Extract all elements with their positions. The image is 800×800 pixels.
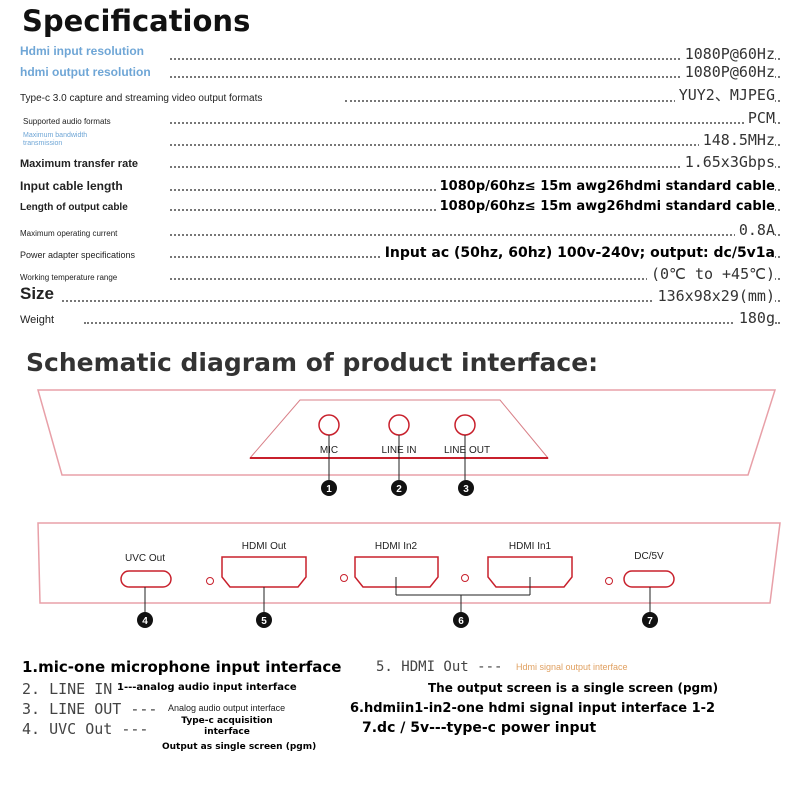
dot-leader xyxy=(170,278,780,280)
desc-6: 6.hdmiin1-in2-one hdmi signal input inte… xyxy=(350,701,716,716)
spec-value: 1.65x3Gbps xyxy=(680,153,775,171)
spec-value: Input ac (50hz, 60hz) 100v-240v; output:… xyxy=(380,245,775,261)
marker-5-label: 5 xyxy=(261,616,267,627)
mic-port xyxy=(318,414,340,436)
spec-label: Maximum operating current xyxy=(20,229,118,238)
spec-value: PCM xyxy=(743,109,775,127)
dot-leader xyxy=(170,76,780,78)
marker-6 xyxy=(453,612,469,628)
desc-7: 7.dc / 5v---type-c power input xyxy=(362,720,597,736)
spec-label: Length of output cable xyxy=(20,202,128,213)
dot-leader xyxy=(170,122,780,124)
spec-row: Maximum bandwidth transmission 148.5MHz xyxy=(20,128,780,150)
desc-3-prefix: 3. LINE OUT --- xyxy=(22,700,158,718)
spec-value: 1080P@60Hz xyxy=(680,63,775,81)
desc-3-text: Analog audio output interface xyxy=(168,703,286,713)
hdmi-out-label: HDMI Out xyxy=(242,541,287,552)
spec-row: Hdmi input resolution 1080P@60Hz xyxy=(20,42,780,64)
spec-label: Hdmi input resolution xyxy=(20,44,144,58)
spec-label: Type-c 3.0 capture and streaming video o… xyxy=(20,93,263,104)
marker-3-label: 3 xyxy=(463,484,469,495)
desc-4-text: Type-c acquisition interface xyxy=(181,716,273,737)
spec-label: Power adapter specifications xyxy=(20,250,136,260)
spec-row: Input cable length 1080p/60hz≤ 15m awg26… xyxy=(20,173,780,195)
line-out-port xyxy=(454,414,476,436)
spec-value: 0.8A xyxy=(734,221,775,239)
spec-label: Working temperature range xyxy=(20,273,118,282)
spec-value: 180g xyxy=(734,309,775,327)
spec-row: Working temperature range (0℃ to +45℃) xyxy=(20,262,780,284)
desc-4-note: Output as single screen (pgm) xyxy=(162,742,317,752)
desc-2-prefix: 2. LINE IN xyxy=(22,680,113,698)
dot-leader xyxy=(345,100,780,102)
spec-value: 148.5MHz xyxy=(698,131,775,149)
marker-1-label: 1 xyxy=(326,484,332,495)
spec-row: Length of output cable 1080p/60hz≤ 15m a… xyxy=(20,193,780,215)
marker-7-label: 7 xyxy=(647,616,653,627)
spec-value: 1080p/60hz≤ 15m awg26hdmi standard cable xyxy=(435,199,775,214)
marker-4-label: 4 xyxy=(142,616,148,627)
spec-row: Type-c 3.0 capture and streaming video o… xyxy=(20,84,780,106)
marker-1 xyxy=(321,480,337,496)
spec-label: hdmi output resolution xyxy=(20,65,151,79)
line-out-label: LINE OUT xyxy=(444,445,490,456)
spec-label: Maximum bandwidth transmission xyxy=(23,132,113,148)
dot-leader xyxy=(62,300,780,302)
dot-leader xyxy=(170,144,780,146)
marker-2-label: 2 xyxy=(396,484,402,495)
front-panel-diagram: MIC LINE IN LINE OUT 1 2 3 xyxy=(37,389,777,496)
spec-label: Input cable length xyxy=(20,179,123,193)
spec-value: 1080p/60hz≤ 15m awg26hdmi standard cable xyxy=(435,179,775,194)
dot-leader xyxy=(84,322,780,324)
spec-value: YUY2、MJPEG xyxy=(674,84,775,105)
hdmi-in2-port xyxy=(354,556,439,588)
dc5v-port xyxy=(623,570,675,588)
spec-row: Maximum operating current 0.8A xyxy=(20,218,780,240)
desc-5-note: The output screen is a single screen (pg… xyxy=(428,681,719,695)
spec-value: 1080P@60Hz xyxy=(680,45,775,63)
marker-6-label: 6 xyxy=(458,616,464,627)
uvc-out-port xyxy=(120,570,172,588)
line-in-port xyxy=(388,414,410,436)
spec-row: hdmi output resolution 1080P@60Hz xyxy=(20,60,780,82)
spec-label: Size xyxy=(20,284,55,304)
hdmi-in2-label: HDMI In2 xyxy=(375,541,418,552)
marker-4 xyxy=(137,612,153,628)
spec-row: Supported audio formats PCM xyxy=(20,106,780,128)
page-title: Specifications xyxy=(22,4,251,38)
desc-4-prefix: 4. UVC Out --- xyxy=(22,720,149,738)
marker-5 xyxy=(256,612,272,628)
marker-2 xyxy=(391,480,407,496)
marker-7 xyxy=(642,612,658,628)
desc-5-text: Hdmi signal output interface xyxy=(516,662,628,672)
spec-value: 136x98x29(mm) xyxy=(653,287,775,305)
schematic-title: Schematic diagram of product interface: xyxy=(26,348,599,377)
dc5v-label: DC/5V xyxy=(634,551,664,562)
marker-3 xyxy=(458,480,474,496)
hdmi-in1-port xyxy=(487,556,573,588)
back-panel-diagram: UVC Out HDMI Out HDMI In2 HDMI In1 DC/5V… xyxy=(37,522,781,628)
spec-row: Power adapter specifications Input ac (5… xyxy=(20,240,780,262)
spec-label: Weight xyxy=(20,314,55,326)
uvc-out-label: UVC Out xyxy=(125,553,165,564)
spec-row: Maximum transfer rate 1.65x3Gbps xyxy=(20,150,780,172)
spec-label: Maximum transfer rate xyxy=(20,158,138,170)
spec-value: (0℃ to +45℃) xyxy=(647,265,775,283)
dot-leader xyxy=(170,58,780,60)
front-panel-outline xyxy=(37,389,777,476)
desc-2-text: 1---analog audio input interface xyxy=(117,682,297,693)
hdmi-in1-label: HDMI In1 xyxy=(509,541,552,552)
spec-label: Supported audio formats xyxy=(23,117,111,126)
dot-leader xyxy=(170,234,780,236)
desc-1: 1.mic-one microphone input interface xyxy=(22,658,342,676)
desc-5-prefix: 5. HDMI Out --- xyxy=(376,659,503,675)
hdmi-out-port xyxy=(221,556,307,588)
back-panel-outline xyxy=(37,522,781,604)
dot-leader xyxy=(170,166,780,168)
spec-row: Size 136x98x29(mm) xyxy=(20,284,780,306)
spec-row: Weight 180g xyxy=(20,306,780,328)
